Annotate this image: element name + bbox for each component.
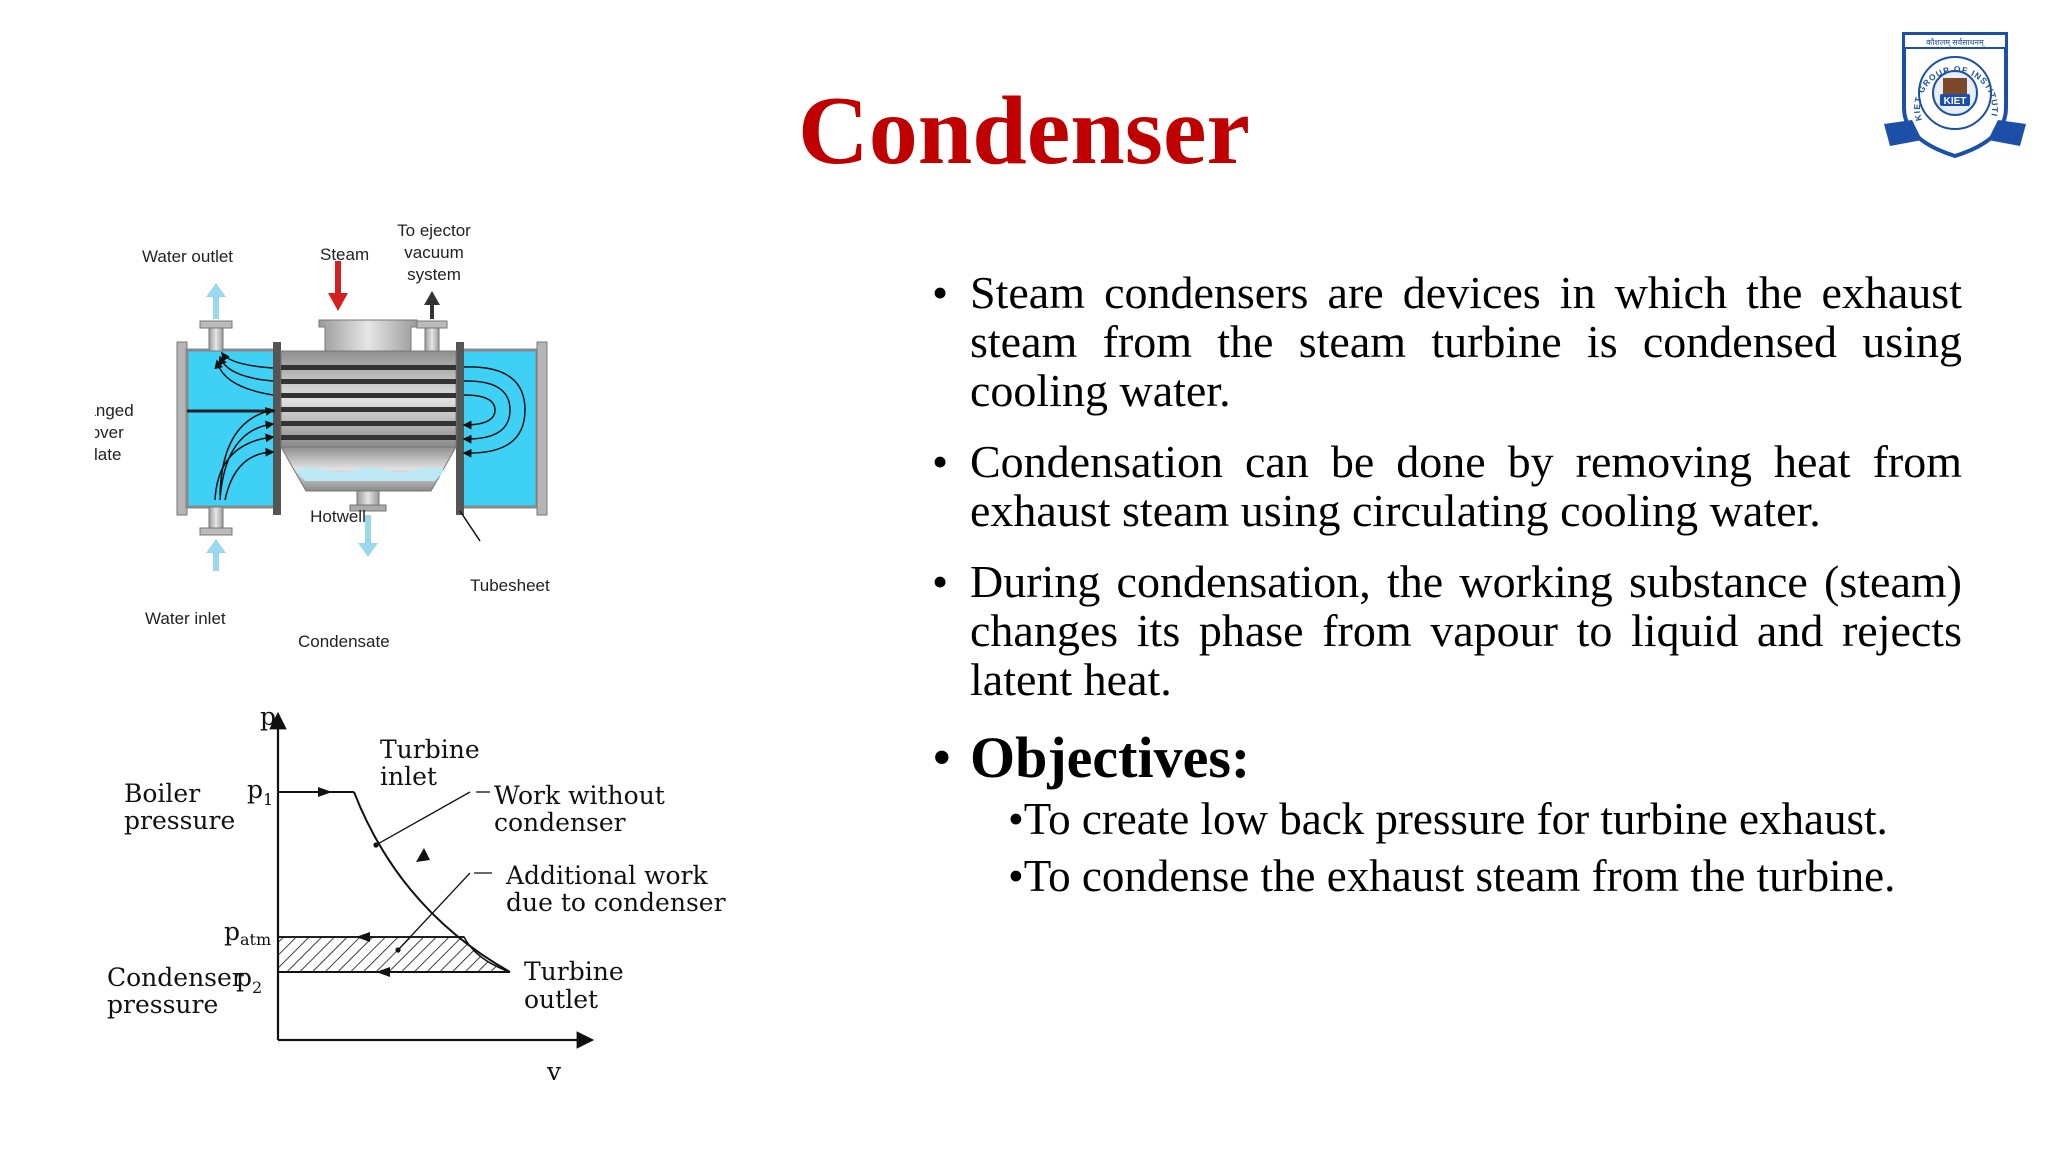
bullet-marker: • (932, 556, 949, 607)
label-steam: Steam (320, 245, 369, 264)
objective-item: •To create low back pressure for turbine… (1008, 794, 1888, 844)
label-turbine-outlet-2: outlet (524, 985, 598, 1014)
objective-item: •To condense the exhaust steam from the … (1008, 851, 1896, 901)
bullet-marker: • (932, 727, 952, 789)
label-flanged-2: cover (95, 423, 124, 442)
bullet-item: • During condensation, the working subst… (932, 557, 1962, 704)
bullet-text: During condensation, the working substan… (970, 556, 1962, 705)
label-boiler-1: Boiler (124, 779, 200, 808)
bullet-item: • Condensation can be done by removing h… (932, 437, 1962, 535)
logo-motto: कौशलम् सर्वसाधनम् (1926, 37, 1986, 48)
label-additional-2: due to condenser (506, 888, 726, 917)
label-work-without-2: condenser (494, 808, 626, 837)
objectives-heading: • Objectives: (932, 726, 1962, 790)
label-hotwell: Hotwell (310, 507, 366, 526)
bullet-text: Steam condensers are devices in which th… (970, 267, 1962, 416)
label-ejector-2: vacuum (404, 243, 464, 262)
label-work-without-1: Work without (494, 781, 665, 810)
label-condenser-1: Condenser (107, 963, 244, 992)
label-flanged-3: plate (95, 445, 121, 464)
label-condenser-2: pressure (107, 990, 218, 1019)
slide-title: Condenser (798, 77, 1250, 185)
label-v-axis: v (546, 1057, 562, 1086)
label-p1: p1 (247, 775, 273, 809)
label-turbine-outlet-1: Turbine (524, 957, 624, 986)
label-water-outlet: Water outlet (142, 247, 233, 266)
pv-diagram: p v Turbine inlet Boiler pressure p1 Wor… (107, 702, 726, 1086)
objectives-title: Objectives: (970, 725, 1251, 790)
label-patm: patm (224, 917, 271, 949)
label-condensate: Condensate (298, 632, 390, 651)
bullet-marker: • (932, 436, 949, 487)
bullet-marker: • (932, 267, 949, 318)
label-boiler-2: pressure (124, 806, 235, 835)
slide-content: • Steam condensers are devices in which … (932, 268, 1962, 904)
label-flanged-1: Flanged (95, 401, 134, 420)
label-ejector-1: To ejector (397, 221, 471, 240)
label-water-inlet: Water inlet (145, 609, 226, 628)
label-p-axis: p (260, 702, 276, 731)
label-turbine-inlet-1: Turbine (380, 735, 480, 764)
label-p2: p2 (236, 963, 262, 997)
label-additional-1: Additional work (505, 861, 708, 890)
label-turbine-inlet-2: inlet (380, 762, 437, 791)
bullet-text: Condensation can be done by removing hea… (970, 436, 1962, 536)
label-tubesheet: Tubesheet (470, 576, 550, 595)
kiet-logo: कौशलम् सर्वसाधनम् KIET KIET GROUP OF INS… (1882, 28, 2026, 159)
condenser-diagram: Water outlet Steam To ejector vacuum sys… (95, 221, 550, 651)
bullet-item: • Steam condensers are devices in which … (932, 268, 1962, 415)
logo-badge-text: KIET (1944, 96, 1967, 107)
label-ejector-3: system (407, 265, 461, 284)
